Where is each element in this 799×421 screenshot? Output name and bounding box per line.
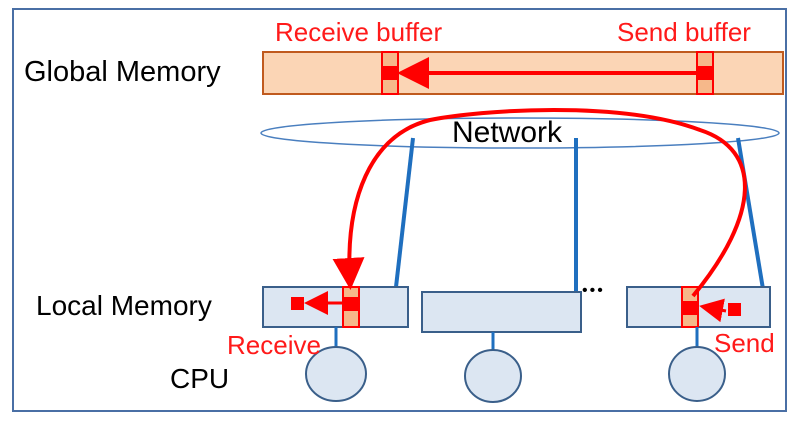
diagram-frame	[12, 8, 787, 412]
global-receive-buffer-block	[382, 66, 398, 80]
local-send-source-block	[728, 303, 741, 316]
network-link-1	[394, 137, 415, 288]
receive-buffer-label: Receive buffer	[275, 17, 443, 47]
local-memory-box-2	[421, 291, 582, 333]
local-send-arrow	[699, 298, 727, 323]
local-memory-box-1	[262, 286, 409, 328]
local-send-buffer-block	[682, 301, 698, 315]
network-ellipse	[260, 117, 780, 149]
cpu-circle-2	[464, 349, 522, 403]
network-label: Network	[452, 116, 563, 149]
local-receive-target-block	[291, 297, 304, 310]
cpu-circle-3	[668, 346, 726, 402]
ellipsis-label: •••	[582, 282, 605, 299]
global-send-buffer-block	[697, 66, 713, 80]
local-memory-label: Local Memory	[36, 290, 212, 321]
global-memory-label: Global Memory	[24, 56, 221, 88]
cpu-label: CPU	[170, 363, 230, 394]
send-label: Send	[714, 328, 775, 358]
send-buffer-label: Send buffer	[617, 17, 751, 47]
network-transfer-arrow	[332, 108, 747, 298]
cpu-circle-1	[305, 346, 367, 402]
local-receive-buffer-block	[343, 297, 359, 311]
receive-label: Receive	[227, 330, 321, 360]
